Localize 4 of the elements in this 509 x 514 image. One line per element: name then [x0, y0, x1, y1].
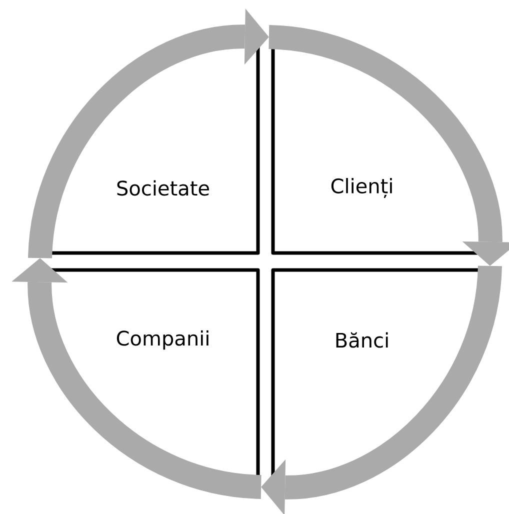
cycle-arrow [261, 264, 502, 514]
cycle-arrow [28, 8, 269, 260]
cycle-arrow [12, 258, 262, 499]
quadrant-panel: Clienți [271, 31, 497, 255]
